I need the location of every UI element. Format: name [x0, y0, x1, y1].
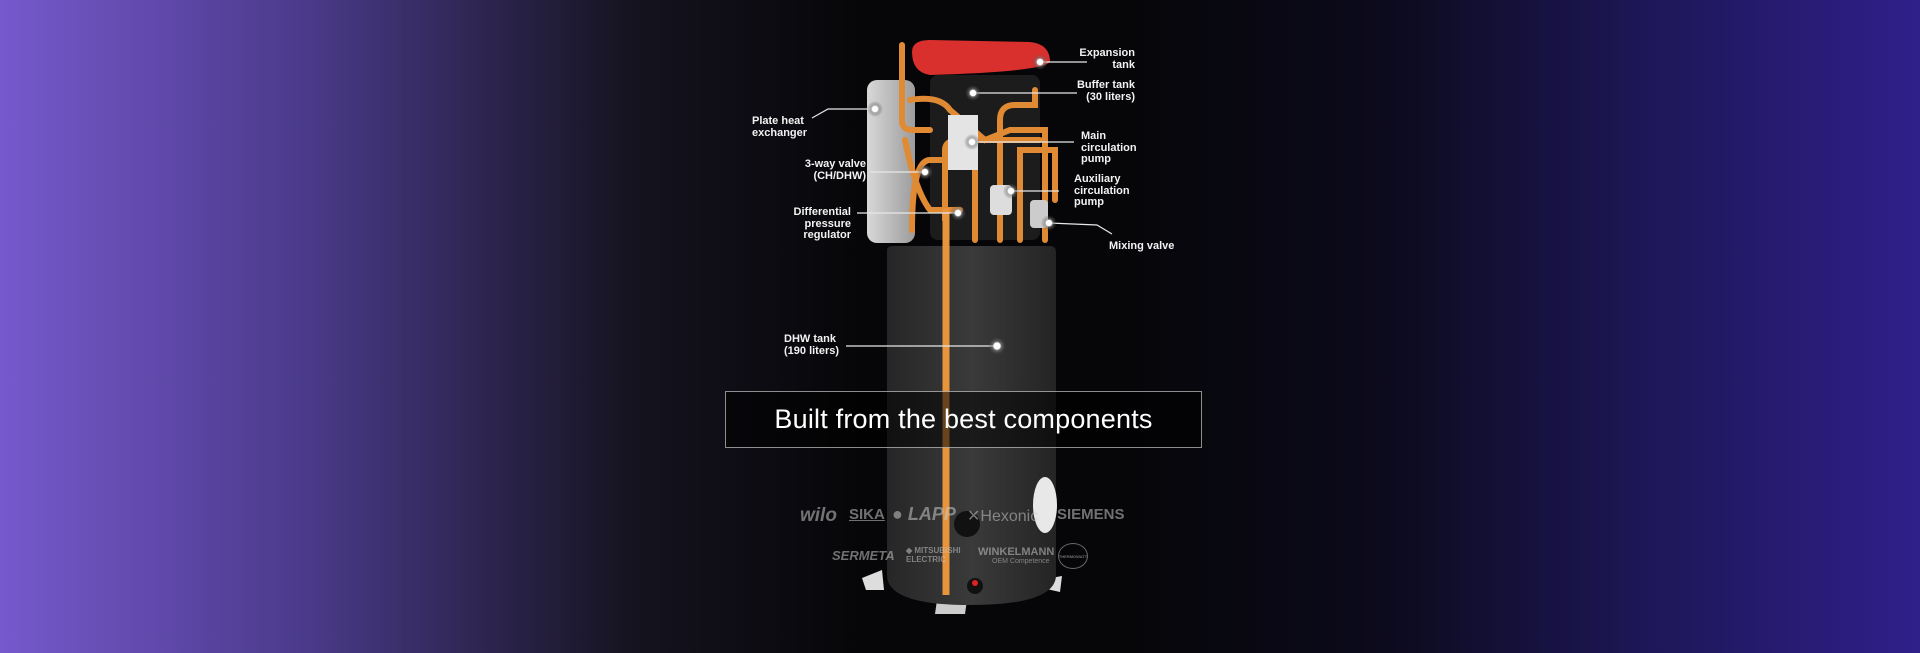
hotspot-main-pump [964, 134, 980, 150]
tank-flange [1033, 477, 1057, 533]
hotspot-aux-pump [1003, 183, 1019, 199]
logo-lapp: ● LAPP [892, 504, 956, 524]
callout-main-pump: Main circulation pump [1081, 130, 1137, 166]
callout-aux-pump: Auxiliary circulation pump [1074, 173, 1130, 209]
logo-winkelmann: WINKELMANN [978, 546, 1055, 558]
hotspot-dhw [988, 337, 1006, 355]
hotspot-3way [917, 164, 933, 180]
logo-mitsubishi-text: MITSUBISHI ELECTRIC [906, 546, 961, 564]
callout-plate-heat-exchanger: Plate heat exchanger [752, 115, 808, 139]
hotspot-mixing [1041, 215, 1057, 231]
logo-winkelmann-sub: OEM Competence [992, 558, 1050, 565]
logo-siemens: SIEMENS [1057, 506, 1125, 523]
headline-box: Built from the best components [725, 391, 1202, 448]
logo-thermowatt: THERMOWATT [1058, 543, 1088, 569]
hotspot-diff [950, 205, 966, 221]
callout-dhw-tank: DHW tank (190 liters) [784, 333, 840, 357]
logo-sermeta: SERMETA [832, 548, 895, 563]
hotspot-buffer [965, 85, 981, 101]
hotspot-plate [867, 101, 883, 117]
logo-wilo: wilo [800, 505, 837, 526]
callout-3way-valve: 3-way valve (CH/DHW) [804, 158, 866, 182]
callout-mixing-valve: Mixing valve [1109, 240, 1175, 252]
headline: Built from the best components [774, 404, 1153, 434]
logo-mitsubishi: ◆ MITSUBISHI ELECTRIC [906, 546, 961, 564]
expansion-tank [912, 40, 1050, 75]
logo-hexonic: ✕Hexonic [967, 508, 1039, 525]
callout-expansion-tank: Expansion tank [1079, 47, 1135, 71]
hotspot-dots [867, 54, 1057, 355]
logo-hexonic-text: Hexonic [980, 508, 1039, 525]
callout-differential-regulator: Differential pressure regulator [793, 206, 851, 242]
logo-lapp-text: LAPP [907, 504, 956, 524]
callout-buffer-tank: Buffer tank (30 liters) [1076, 79, 1135, 103]
copper-pipes [899, 42, 1058, 243]
logo-sika: SIKA [849, 506, 885, 523]
hotspot-expansion [1032, 54, 1048, 70]
tank-leg [862, 570, 884, 590]
tank-port [954, 511, 980, 537]
